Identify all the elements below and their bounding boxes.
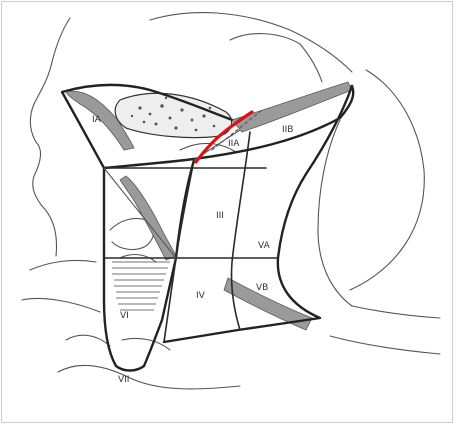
label-ia: IA — [92, 115, 102, 125]
submandibular-gland — [115, 93, 231, 137]
label-iii: III — [216, 211, 224, 221]
label-vi: VI — [120, 311, 129, 321]
label-iib: IIB — [282, 125, 293, 135]
shoulder-left-line — [22, 299, 100, 313]
label-vb: VB — [256, 283, 268, 293]
level-vi-hatching — [112, 262, 170, 310]
ear-lobe-line — [300, 44, 322, 82]
back-neck-line — [366, 70, 424, 246]
chin-line — [33, 142, 42, 206]
shoulder-lower-line — [330, 336, 440, 354]
manubrium-line — [122, 338, 170, 350]
face-profile-line — [30, 18, 70, 142]
nape-line — [350, 246, 404, 290]
label-vii: VII — [118, 375, 129, 385]
skull-line — [150, 13, 352, 72]
chest-line — [58, 365, 240, 388]
label-va: VA — [258, 241, 271, 251]
label-iia: IIA — [228, 139, 240, 149]
ear-line — [230, 34, 300, 44]
label-iv: IV — [196, 291, 206, 301]
throat-line — [42, 206, 56, 256]
sternum-line — [66, 335, 110, 346]
clavicle-left-line — [30, 260, 96, 270]
anatomy-sketch — [22, 13, 440, 389]
shoulder-right-line — [352, 306, 440, 318]
